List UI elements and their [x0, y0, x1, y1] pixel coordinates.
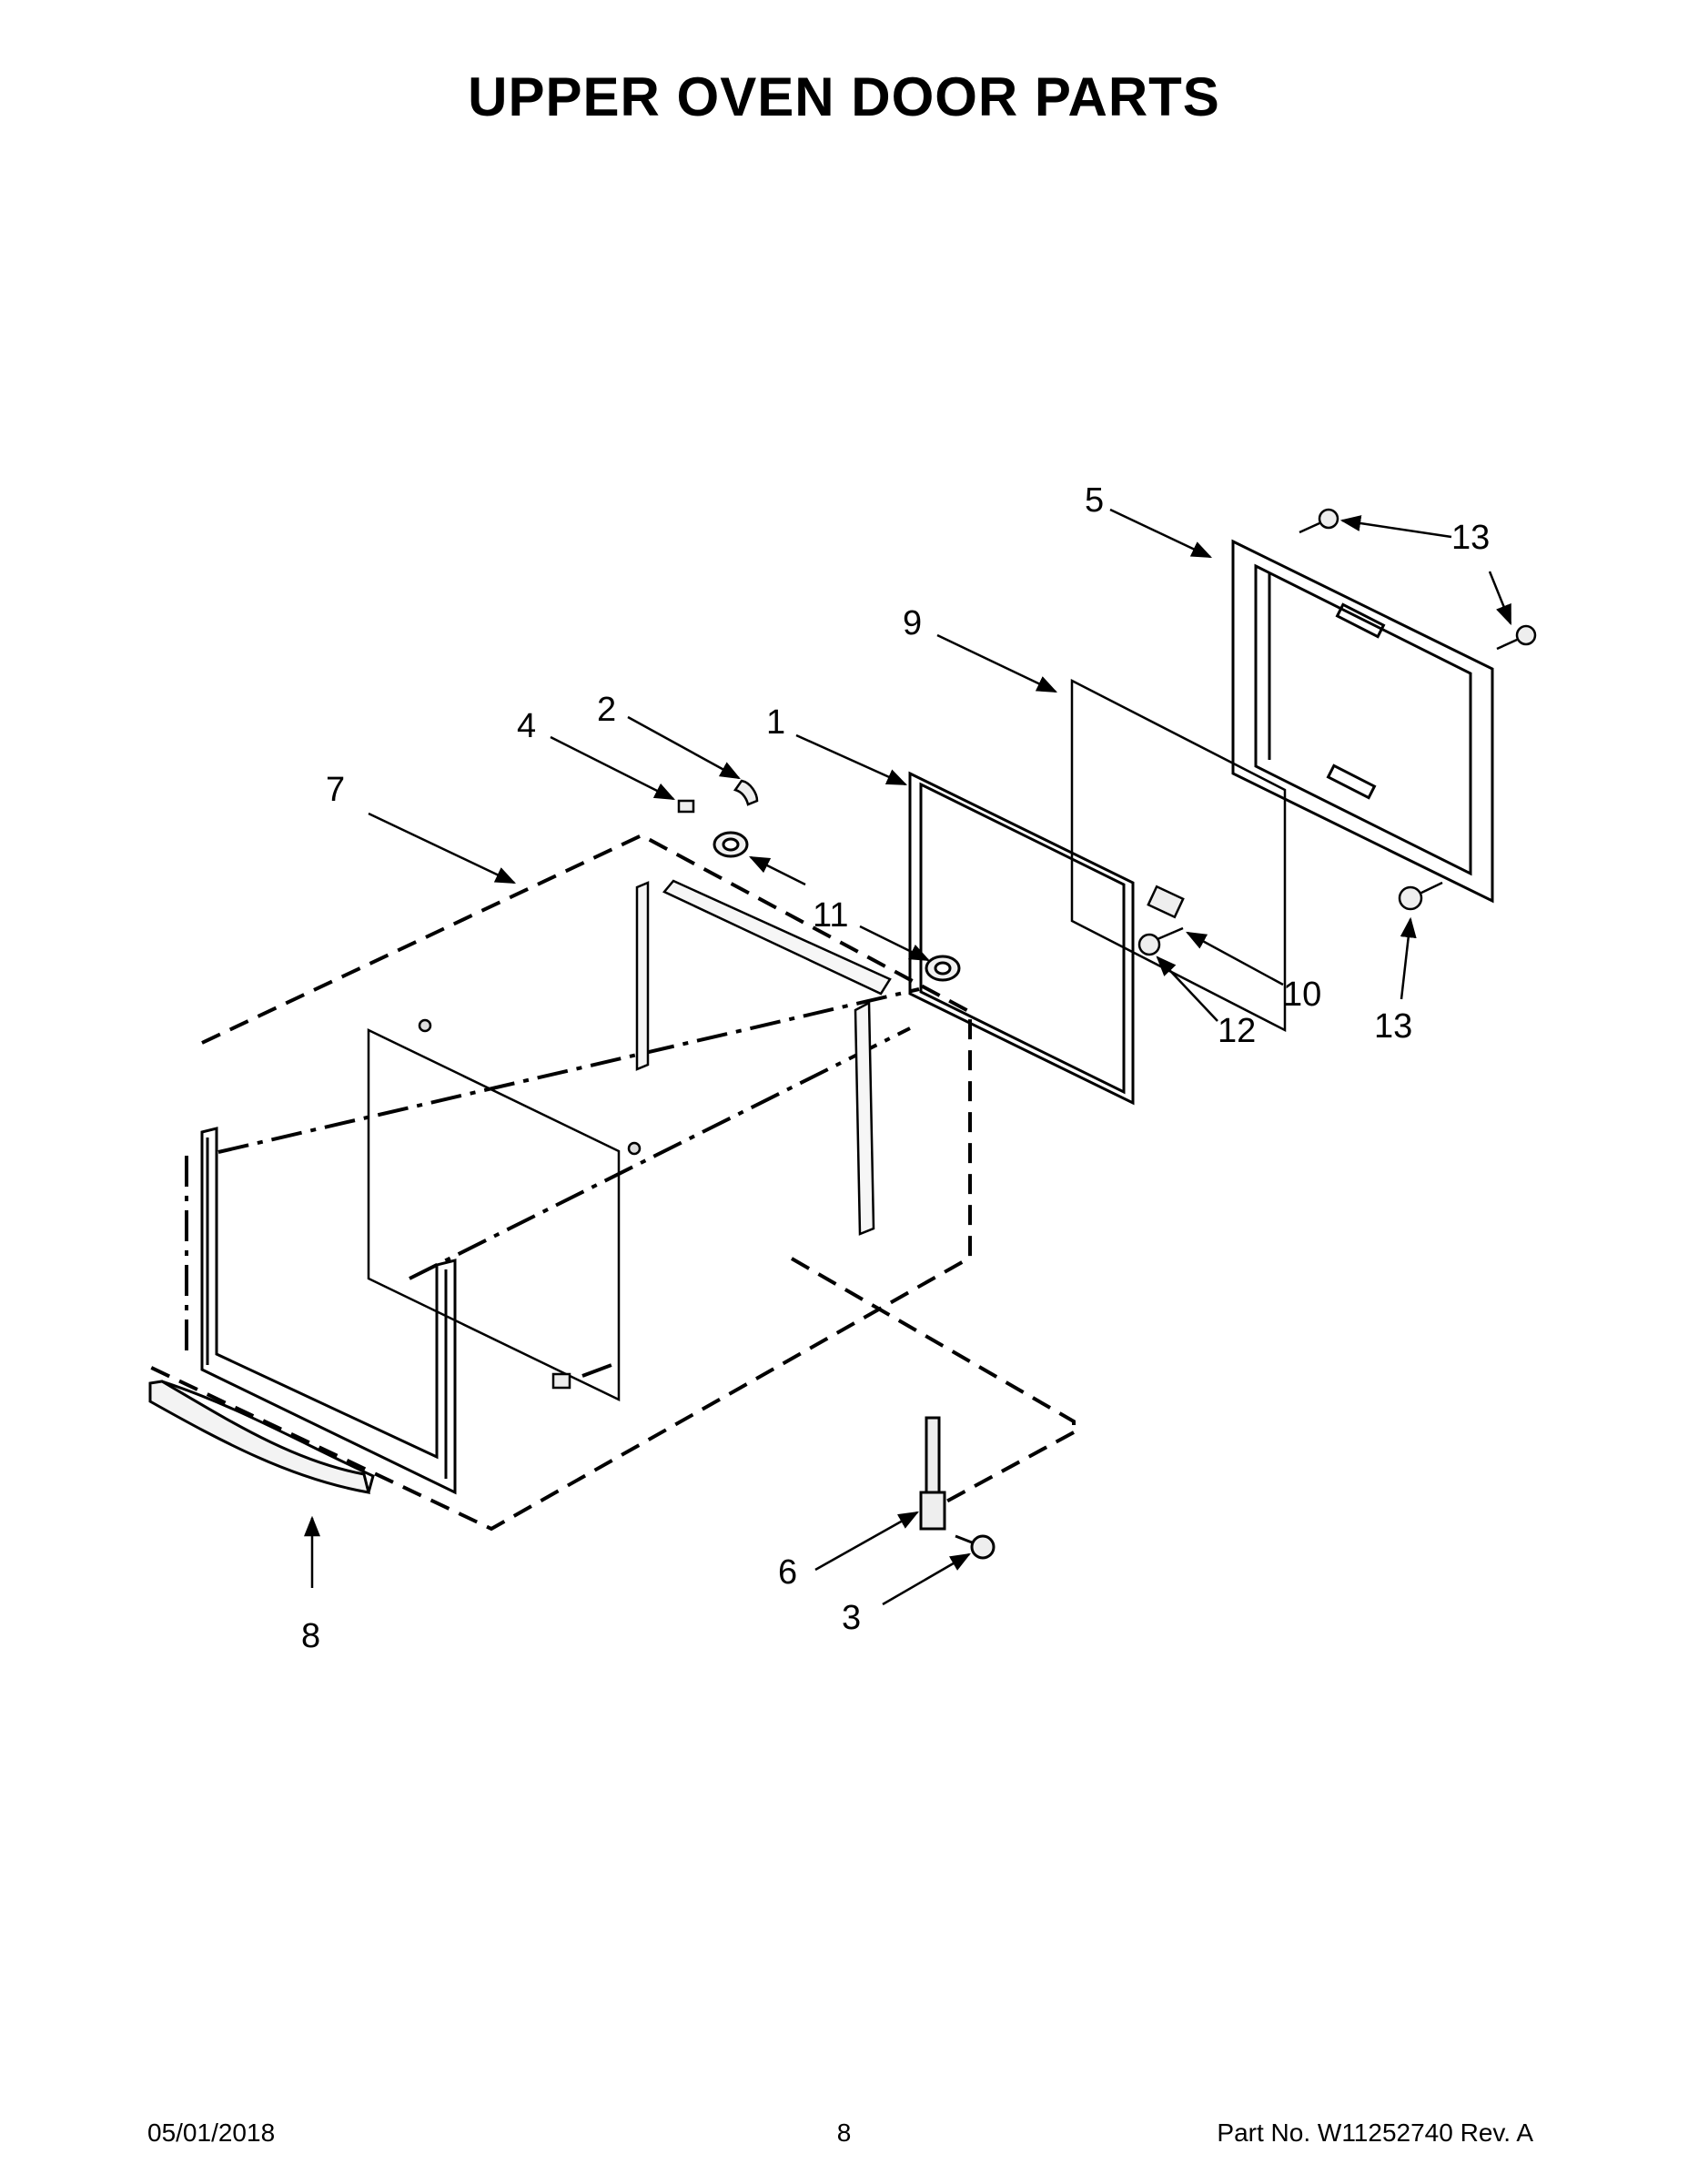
callout-13-bottom: 13	[1374, 1007, 1412, 1046]
footer-part-number: Part No. W11252740 Rev. A	[1217, 2118, 1533, 2147]
callout-12: 12	[1218, 1012, 1256, 1050]
footer-page-number: 8	[836, 2118, 852, 2147]
inner-door-panel-part	[908, 771, 1135, 1106]
bumper-parts	[713, 831, 961, 982]
small-clip-parts	[677, 779, 759, 814]
glass-spacer-channels	[635, 879, 892, 1236]
callout-6: 6	[778, 1553, 797, 1592]
callout-2: 2	[597, 691, 616, 729]
footer-date: 05/01/2018	[147, 2118, 276, 2147]
page-title: UPPER OVEN DOOR PARTS	[468, 66, 1220, 127]
door-liner-frame-part	[1231, 539, 1494, 904]
leader-arrows	[304, 508, 1512, 1606]
callout-13-top: 13	[1451, 519, 1490, 557]
trim-strip-part	[148, 1380, 375, 1494]
door-assembly-dashed-outline	[145, 833, 1076, 1532]
frame-screws	[1299, 508, 1537, 911]
callout-5: 5	[1085, 481, 1104, 520]
hinge-part	[919, 1416, 996, 1560]
callout-7: 7	[326, 771, 345, 809]
callout-1: 1	[766, 703, 785, 742]
inner-glass-panel	[367, 1018, 642, 1401]
bracket-and-screw-parts	[1137, 885, 1185, 956]
alignment-lines	[185, 987, 920, 1378]
callout-11: 11	[813, 896, 848, 935]
callout-10: 10	[1283, 976, 1321, 1014]
callout-4: 4	[517, 707, 536, 745]
callout-3: 3	[842, 1599, 861, 1637]
callout-8: 8	[301, 1617, 320, 1655]
callout-labels: 5 13 9 1 2 4 7 11 10 12 13 6 3 8	[301, 481, 1490, 1655]
callout-9: 9	[903, 604, 922, 642]
outer-door-frame-part	[200, 1127, 457, 1495]
glass-pane-part	[1070, 678, 1287, 1033]
